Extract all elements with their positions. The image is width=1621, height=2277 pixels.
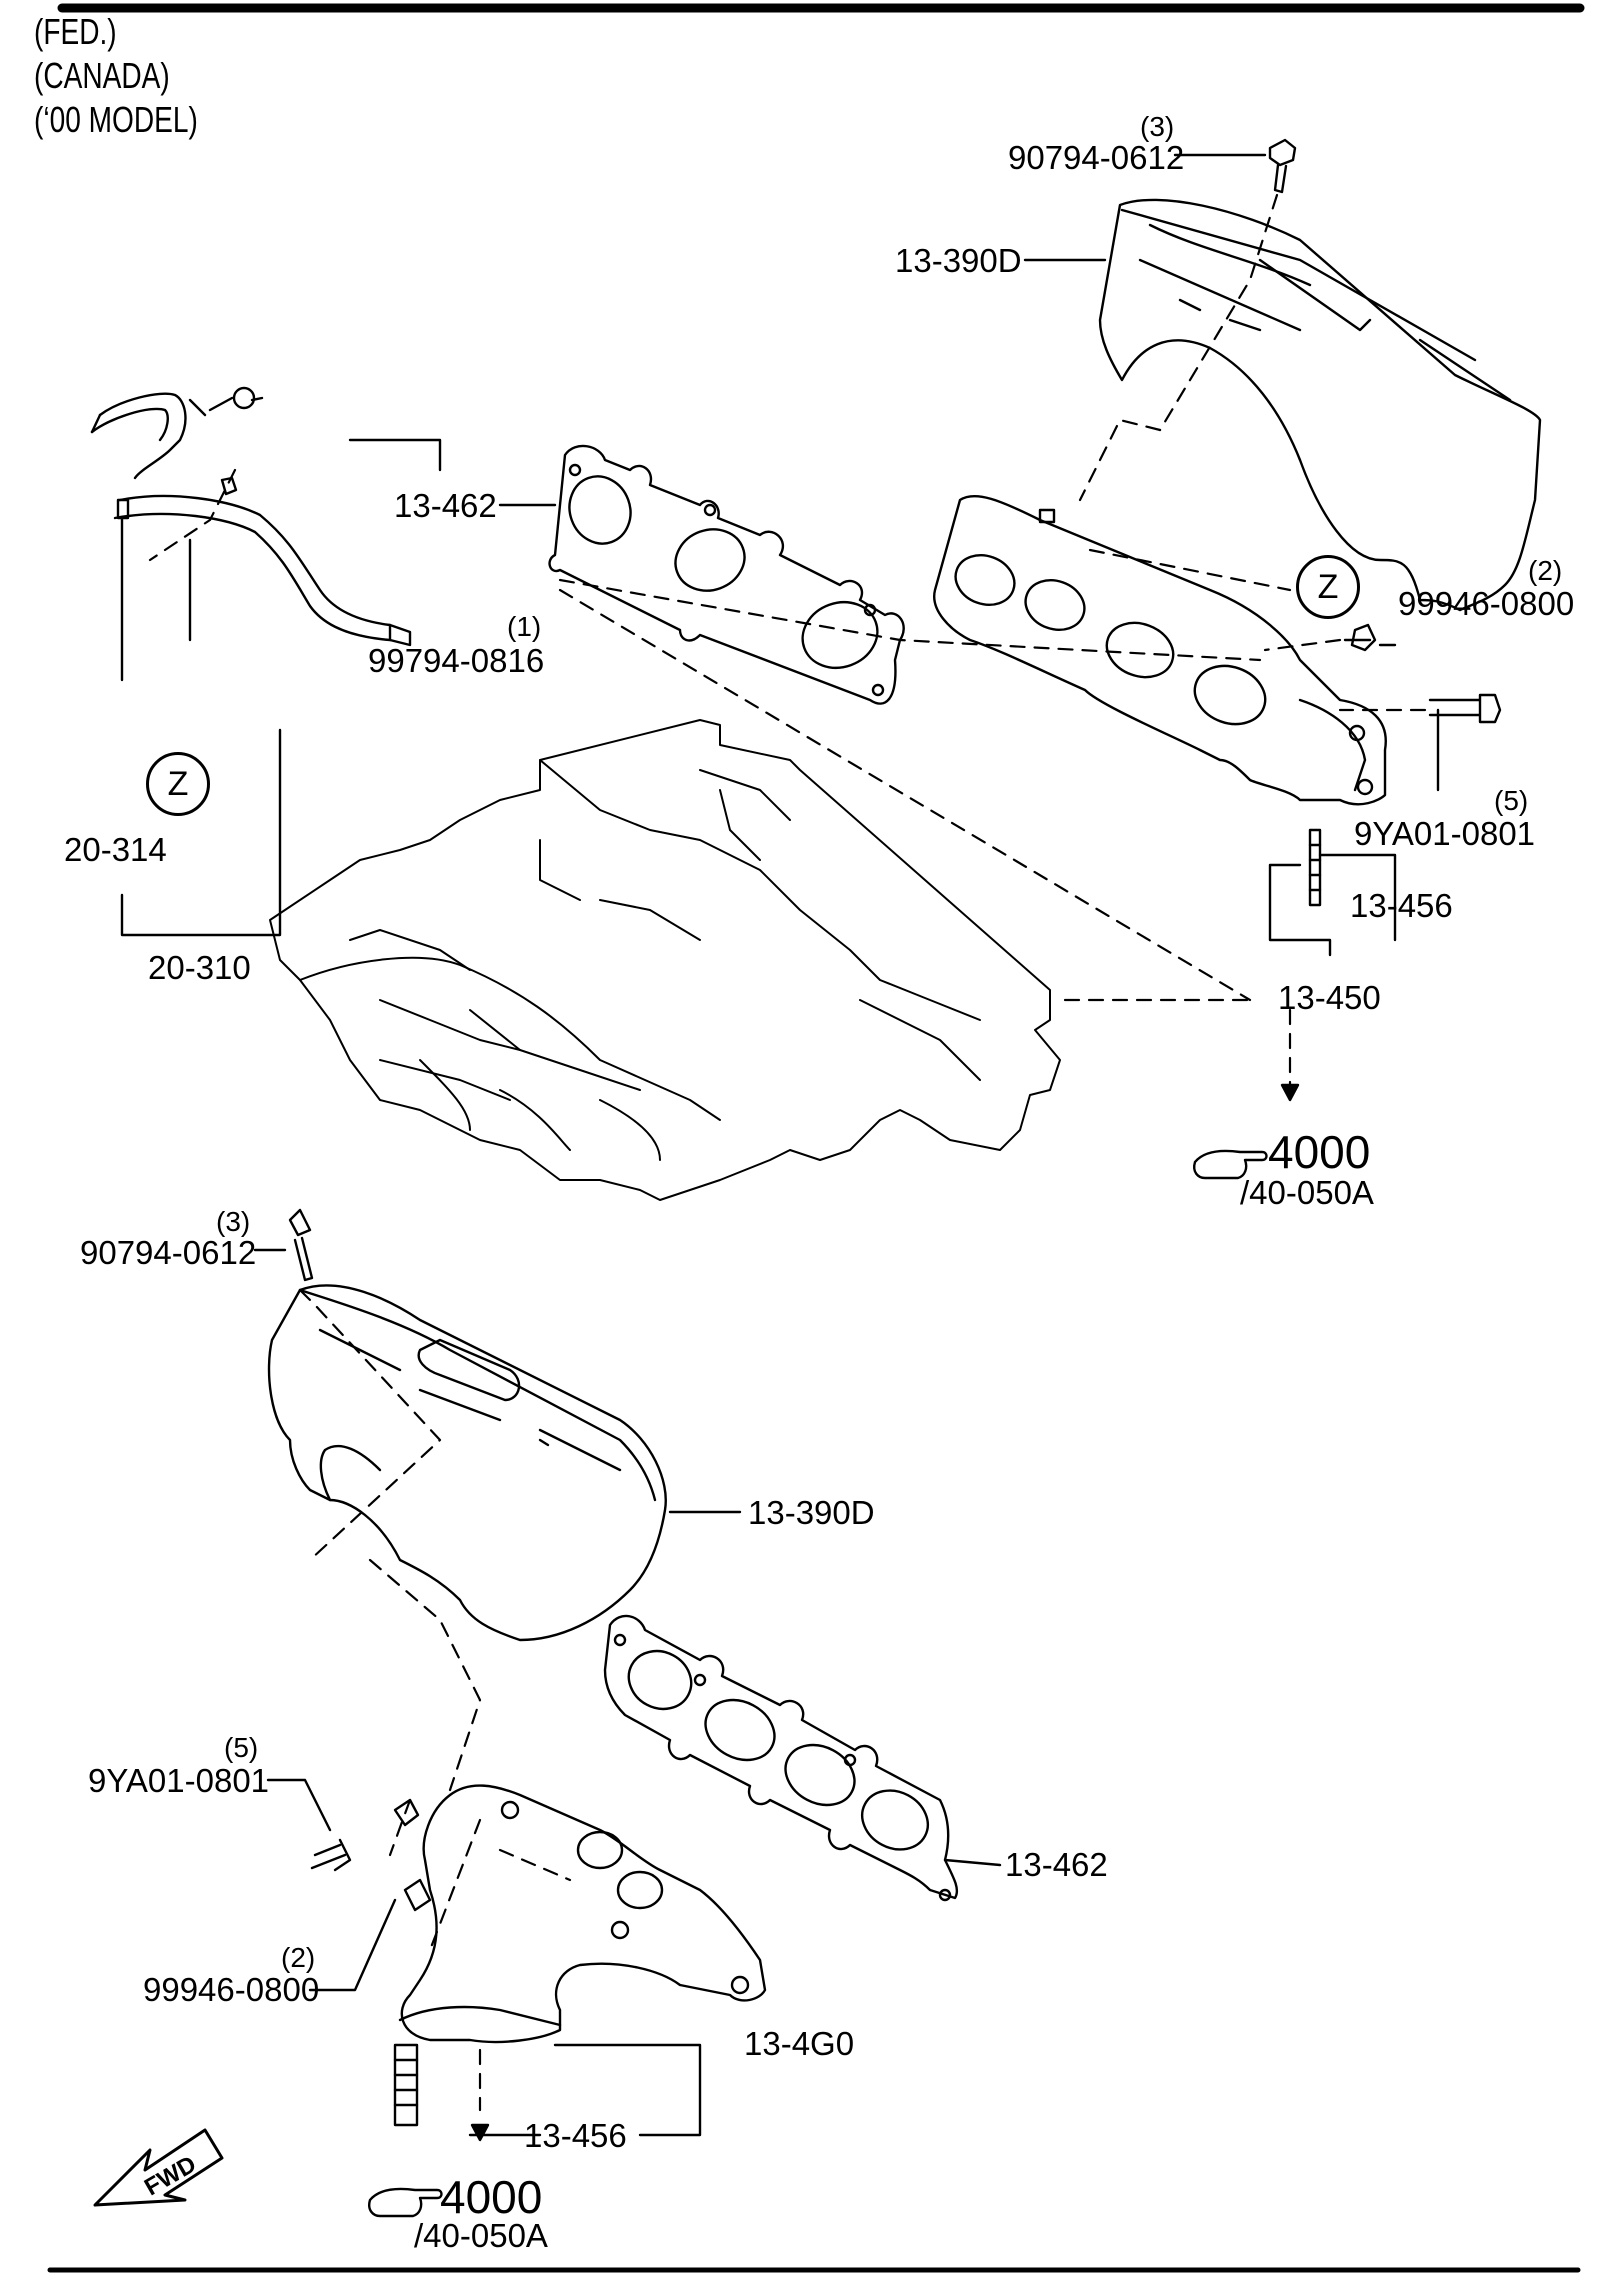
- exhaust-manifold-top: [933, 494, 1387, 806]
- ventilation-hose: [90, 386, 412, 647]
- part-99946-0800-top[interactable]: 99946-0800: [1398, 585, 1575, 622]
- qty-90794-0612-bot: (3): [216, 1206, 251, 1237]
- qty-90794-0612-top: (3): [1140, 111, 1175, 142]
- part-99794-0816[interactable]: 99794-0816: [368, 642, 545, 679]
- part-90794-0612-top[interactable]: 90794-0612: [1008, 139, 1185, 176]
- variant-model-year: (‘00 MODEL): [34, 99, 198, 140]
- ref-top-page[interactable]: /40-050A: [1240, 1174, 1374, 1211]
- part-13-4G0[interactable]: 13-4G0: [744, 2025, 855, 2062]
- pointing-hand-icon: [368, 1149, 1268, 2218]
- qty-99946-0800-top: (2): [1528, 555, 1563, 586]
- gasket-bottom: [603, 1614, 959, 1902]
- qty-9YA01-0801-top: (5): [1494, 785, 1529, 816]
- z-marker-top: Z: [1296, 555, 1360, 619]
- variant-fed: (FED.): [34, 11, 117, 52]
- part-20-314[interactable]: 20-314: [64, 831, 167, 868]
- variant-canada: (CANADA): [34, 55, 170, 96]
- ref-bot-number[interactable]: 4000: [440, 2171, 543, 2223]
- gasket-top: [548, 444, 905, 705]
- exhaust-manifold-bottom: [288, 1208, 767, 2127]
- part-90794-0612-bot[interactable]: 90794-0612: [80, 1234, 257, 1271]
- ref-top-number[interactable]: 4000: [1268, 1126, 1371, 1178]
- hardware-top: [1268, 138, 1502, 907]
- part-13-462-bot[interactable]: 13-462: [1005, 1846, 1108, 1883]
- part-13-450[interactable]: 13-450: [1278, 979, 1381, 1016]
- part-99946-0800-bot[interactable]: 99946-0800: [143, 1971, 320, 2008]
- leader-lines: [120, 153, 1440, 2137]
- qty-9YA01-0801-bot: (5): [224, 1732, 259, 1763]
- part-9YA01-0801-bot[interactable]: 9YA01-0801: [88, 1762, 270, 1799]
- part-9YA01-0801-top[interactable]: 9YA01-0801: [1354, 815, 1536, 852]
- qty-99946-0800-bot: (2): [281, 1942, 316, 1973]
- fwd-arrow-icon: [93, 2128, 224, 2207]
- part-13-462-top[interactable]: 13-462: [394, 487, 497, 524]
- part-13-456-top[interactable]: 13-456: [1350, 887, 1453, 924]
- z-marker-left: Z: [146, 752, 210, 816]
- assembly-dash-lines: [148, 193, 1427, 2112]
- qty-99794-0816: (1): [507, 611, 542, 642]
- part-13-390D-bot[interactable]: 13-390D: [748, 1494, 875, 1531]
- ref-bot-page[interactable]: /40-050A: [414, 2217, 548, 2254]
- part-20-310[interactable]: 20-310: [148, 949, 251, 986]
- heat-shield-bottom: [267, 1284, 667, 1642]
- part-13-456-bot[interactable]: 13-456: [524, 2117, 627, 2154]
- heat-shield-top: [1098, 198, 1542, 612]
- reference-arrows: [470, 1083, 1300, 2142]
- cylinder-head: [269, 719, 1061, 1201]
- part-13-390D-top[interactable]: 13-390D: [895, 242, 1022, 279]
